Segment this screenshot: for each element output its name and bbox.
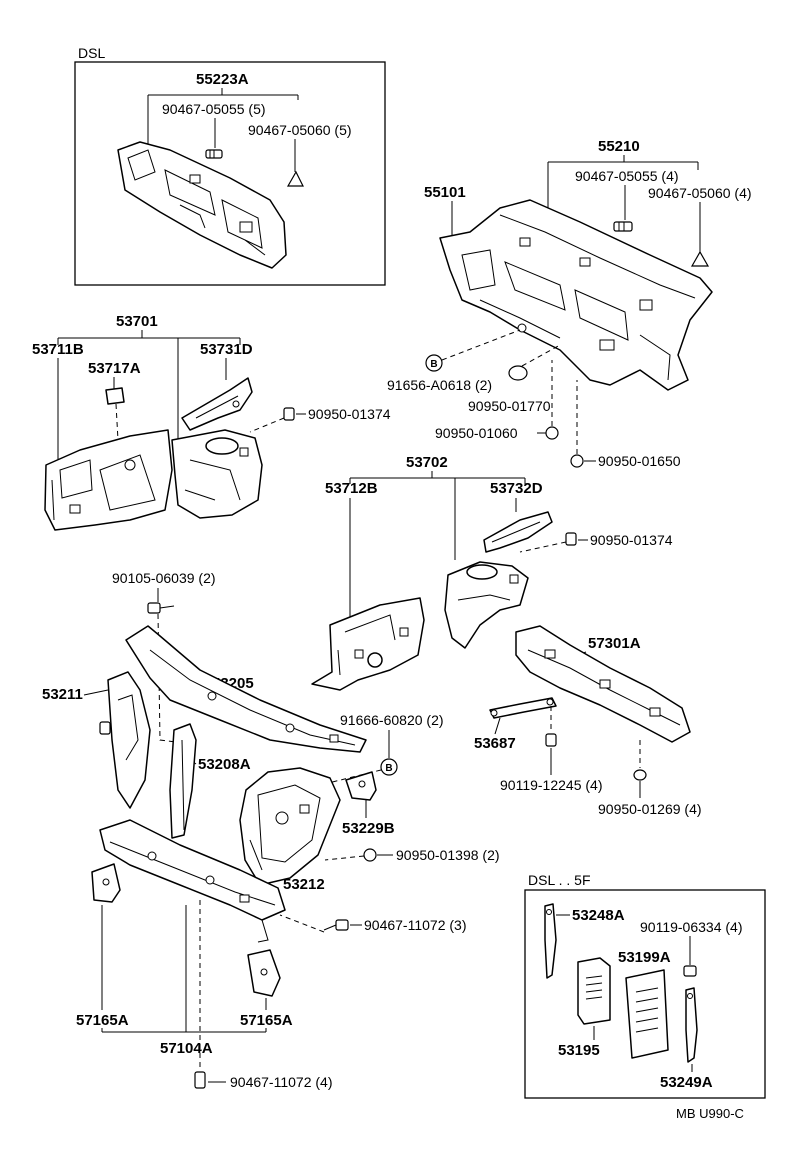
label-90119-12245: 90119-12245 (4) (500, 777, 602, 793)
label-57165a-left: 57165A (76, 1012, 129, 1029)
label-90105-06039: 90105-06039 (2) (112, 570, 216, 586)
bracket-57165a-left (91, 863, 121, 903)
figure-code: MB U990-C (676, 1106, 744, 1121)
bolt-icon (205, 149, 223, 159)
apron-53712b (311, 597, 425, 691)
clip-icon (286, 170, 304, 187)
b-marker-icon: B (380, 758, 398, 776)
label-91666-60820: 91666-60820 (2) (340, 712, 444, 728)
dsl-inset-box (74, 61, 386, 286)
svg-text:B: B (430, 359, 437, 370)
plug-icon (570, 454, 584, 468)
label-53212: 53212 (283, 876, 325, 893)
label-53211: 53211 (42, 686, 83, 703)
brace-53687 (489, 697, 557, 719)
label-90950-01269: 90950-01269 (4) (598, 801, 702, 817)
label-90950-01650: 90950-01650 (598, 453, 681, 469)
dsl-5f-label: DSL . . 5F (528, 872, 591, 888)
label-53731d: 53731D (200, 341, 253, 358)
label-55101: 55101 (424, 184, 466, 201)
apron-upper-53701 (171, 429, 263, 519)
bolt-icon (565, 532, 577, 546)
clip-icon (690, 250, 710, 267)
svg-text:B: B (385, 763, 392, 774)
reinforcement-53732d (483, 511, 553, 553)
bracket-53229b (345, 771, 377, 801)
side-support-53211 (99, 671, 151, 809)
label-90950-01770: 90950-01770 (468, 398, 551, 414)
bracket-53249a (685, 987, 698, 1063)
label-53229b: 53229B (342, 820, 395, 837)
label-57165a-right: 57165A (240, 1012, 293, 1029)
bolt-icon (194, 1071, 206, 1089)
label-90467-11072-4: 90467-11072 (4) (230, 1074, 332, 1090)
plug-icon (545, 426, 559, 440)
label-53249a: 53249A (660, 1074, 713, 1091)
bolt-icon (613, 221, 633, 232)
crossmember-57301a (515, 625, 691, 743)
label-53687: 53687 (474, 735, 516, 752)
bracket-57165a-right (247, 949, 281, 997)
label-53208a: 53208A (198, 756, 251, 773)
label-53702: 53702 (406, 454, 448, 471)
b-marker-icon: B (425, 354, 443, 372)
plug-icon (363, 848, 377, 862)
bracket-53717a (105, 387, 125, 405)
label-57301a: 57301A (588, 635, 641, 652)
label-55223a: 55223A (196, 71, 249, 88)
bolt-icon (545, 733, 557, 747)
label-90950-01374-a: 90950-01374 (308, 406, 391, 422)
grommet-icon (508, 365, 528, 381)
label-90467-05055-4: 90467-05055 (4) (575, 168, 679, 184)
dsl-5f-inset-box (524, 889, 766, 1099)
reinforcement-53731d (181, 377, 253, 431)
sheet-53199a (625, 969, 669, 1059)
label-91656-a0618: 91656-A0618 (2) (387, 377, 492, 393)
label-90950-01060: 90950-01060 (435, 425, 518, 441)
dsl-inset-label: DSL (78, 45, 105, 61)
label-90467-05055-5: 90467-05055 (5) (162, 101, 266, 117)
label-53195: 53195 (558, 1042, 600, 1059)
sheet-53195 (577, 957, 611, 1025)
label-90119-06334: 90119-06334 (4) (640, 919, 742, 935)
label-90467-05060-4: 90467-05060 (4) (648, 185, 752, 201)
label-53732d: 53732D (490, 480, 543, 497)
dash-panel-main (439, 199, 713, 391)
apron-upper-53702 (444, 561, 529, 649)
label-90467-05060-5: 90467-05060 (5) (248, 122, 352, 138)
lower-support-57104a (99, 819, 286, 943)
label-57104a: 57104A (160, 1040, 213, 1057)
label-90950-01398: 90950-01398 (2) (396, 847, 500, 863)
label-90950-01374-b: 90950-01374 (590, 532, 673, 548)
label-53199a: 53199A (618, 949, 671, 966)
headlamp-support-53212 (239, 767, 341, 886)
center-brace-53208a (169, 723, 197, 839)
label-53701: 53701 (116, 313, 158, 330)
label-53248a: 53248A (572, 907, 625, 924)
label-55210: 55210 (598, 138, 640, 155)
bolt-icon (147, 602, 175, 614)
bolt-icon (283, 407, 295, 421)
label-53717a: 53717A (88, 360, 141, 377)
dash-panel-dsl (117, 141, 287, 269)
bolt-icon (323, 919, 349, 931)
plug-icon (633, 769, 647, 781)
label-53711b: 53711B (32, 341, 84, 358)
apron-53711b (44, 429, 173, 531)
upper-support-53205 (125, 625, 367, 753)
bolt-icon (683, 965, 697, 977)
bracket-53248a (544, 903, 557, 979)
label-53712b: 53712B (325, 480, 378, 497)
label-90467-11072-3: 90467-11072 (3) (364, 917, 466, 933)
